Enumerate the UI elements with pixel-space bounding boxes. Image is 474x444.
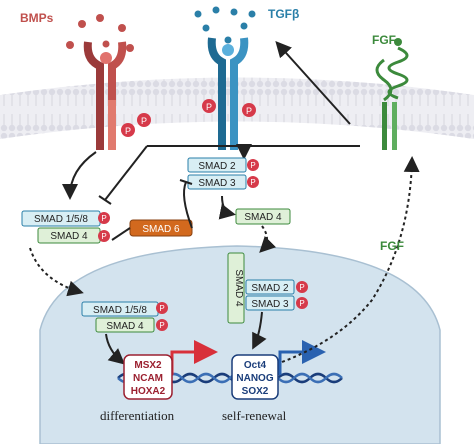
gene-nanog: NANOG [236,373,273,384]
svg-text:P: P [101,214,106,223]
gene-msx2: MSX2 [134,360,162,371]
svg-text:P: P [250,161,255,170]
smad4-right-label: SMAD 4 [244,212,282,223]
differentiation-genes: MSX2 NCAM HOXA2 [123,354,173,400]
fgf-secretion-arrow [281,156,420,363]
smad4-cytoplasm: SMAD 4 [218,195,291,225]
smad-complex-tgfb-nucleus: SMAD 4 SMAD 2 P SMAD 3 P [227,252,308,324]
smad-complex-tgfb: SMAD 2 P SMAD 3 P [187,157,259,190]
svg-text:P: P [206,102,212,112]
self-renewal-label: self-renewal [222,408,287,423]
smad4-label: SMAD 4 [50,231,88,242]
smad3-nucleus-label: SMAD 3 [251,299,289,310]
bmp-ligand-dot [126,44,134,52]
fgf-signaling-lines [98,41,360,205]
self-renewal-genes: Oct4 NANOG SOX2 [231,354,279,400]
bmp-ligand-dot [78,20,86,28]
svg-text:P: P [246,106,252,116]
smad-complex-bmp-upper: SMAD 1/5/8 P SMAD 4 P [21,210,110,244]
gene-oct4: Oct4 [244,360,267,371]
smad6-label: SMAD 6 [142,224,180,235]
smad158-label: SMAD 1/5/8 [34,214,88,225]
svg-text:P: P [250,178,255,187]
svg-text:P: P [141,116,147,126]
svg-text:P: P [299,283,304,292]
tgfb-label: TGFβ [268,7,299,21]
smad158-nucleus-label: SMAD 1/5/8 [93,305,147,316]
gene-sox2: SOX2 [242,386,269,397]
svg-text:P: P [101,232,106,241]
smad-complex-bmp-nucleus: SMAD 1/5/8 P SMAD 4 P [81,301,168,333]
smad2-label: SMAD 2 [198,161,236,172]
bmp-ligand-dot [118,24,126,32]
tgfb-receptor: TGFβ [194,6,299,150]
svg-text:P: P [125,126,131,136]
fgf-membrane-label: FGF [372,33,396,47]
smad4-nucleus-label: SMAD 4 [106,321,144,332]
svg-text:P: P [159,321,164,330]
svg-text:P: P [299,299,304,308]
smad4-vertical-label: SMAD 4 [233,269,244,307]
receptor-phosphates: P P P P [121,99,256,137]
smad3-label: SMAD 3 [198,178,236,189]
gene-ncam: NCAM [133,373,163,384]
bmp-ligand-dot [96,14,104,22]
bmp-receptor: BMPs [20,11,134,150]
smad6: SMAD 6 [111,179,193,241]
fgf-receptor: FGF [372,33,409,150]
smad2-nucleus-label: SMAD 2 [251,283,289,294]
fgf-secreted-label: FGF [380,239,404,253]
gene-hoxa2: HOXA2 [131,386,166,397]
bmps-label: BMPs [20,11,54,25]
svg-text:P: P [159,304,164,313]
differentiation-label: differentiation [100,408,175,423]
bmp-ligand-dot [66,41,74,49]
